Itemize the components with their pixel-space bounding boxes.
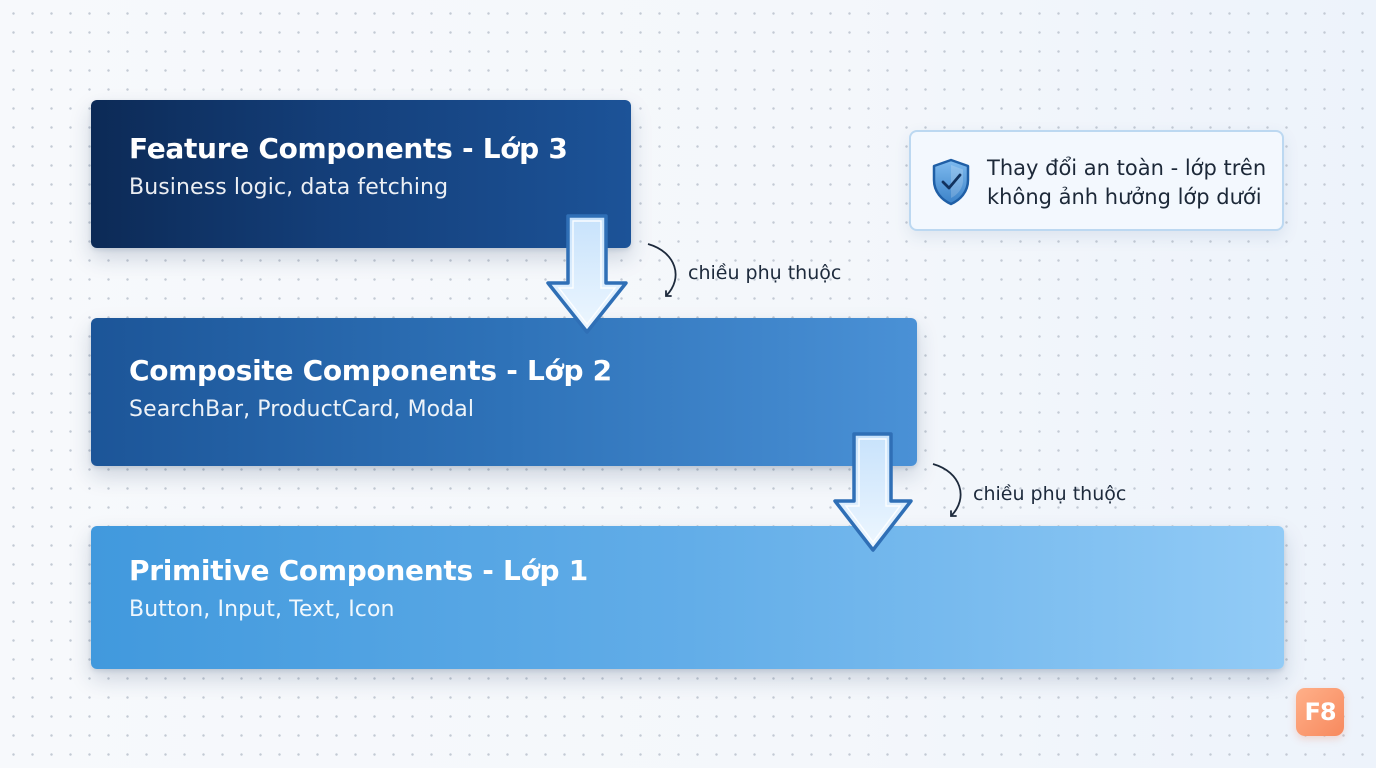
curved-arrow-icon — [932, 463, 962, 517]
f8-logo: F8 — [1296, 688, 1344, 736]
layer-1-title: Primitive Components - Lớp 1 — [129, 554, 588, 587]
dependency-label: chiều phụ thuộc — [688, 262, 842, 284]
layer-3-subtitle: Business logic, data fetching — [129, 175, 449, 200]
curved-arrow-icon — [647, 243, 677, 297]
layer-2-subtitle: SearchBar, ProductCard, Modal — [129, 397, 475, 422]
layer-3-box: Feature Components - Lớp 3 Business logi… — [91, 100, 631, 248]
info-line-2: không ảnh hưởng lớp dưới — [987, 185, 1262, 209]
layer-1-subtitle: Button, Input, Text, Icon — [129, 597, 395, 622]
info-card: Thay đổi an toàn - lớp trên không ảnh hư… — [909, 130, 1284, 231]
layer-3-title: Feature Components - Lớp 3 — [129, 132, 568, 165]
layer-2-box: Composite Components - Lớp 2 SearchBar, … — [91, 318, 917, 466]
layer-2-title: Composite Components - Lớp 2 — [129, 354, 612, 387]
shield-check-icon — [932, 158, 970, 206]
dependency-label: chiều phụ thuộc — [973, 483, 1127, 505]
info-line-1: Thay đổi an toàn - lớp trên — [987, 156, 1267, 180]
layer-1-box: Primitive Components - Lớp 1 Button, Inp… — [91, 526, 1284, 669]
